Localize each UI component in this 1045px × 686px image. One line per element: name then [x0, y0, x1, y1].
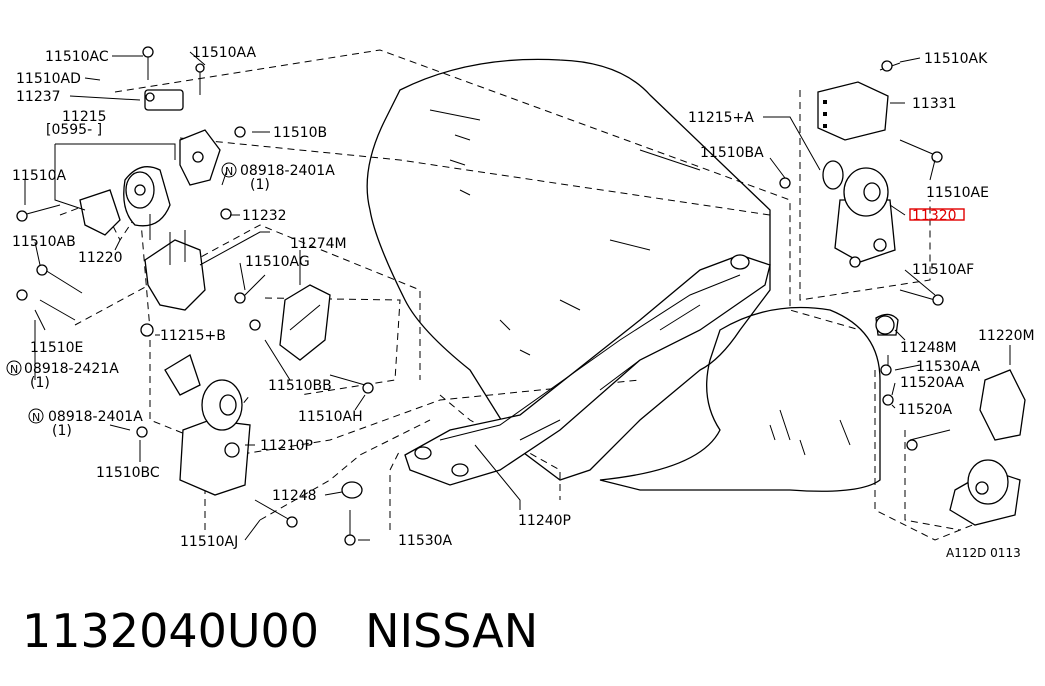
left-lower-mount-11210p	[164, 284, 331, 496]
bolts	[16, 46, 951, 546]
label-11510AK: 11510AK	[924, 51, 988, 67]
label-11510BA: 11510BA	[700, 145, 764, 161]
label-11510AE: 11510AE	[926, 185, 989, 201]
label-11510AH: 11510AH	[298, 409, 363, 425]
label-11510AG: 11510AG	[245, 254, 310, 270]
engine-outline	[366, 58, 881, 492]
n-mark-bot: N	[32, 411, 40, 424]
n-mark-mid: N	[10, 363, 18, 376]
label-11248-left: 11248	[272, 488, 317, 504]
label-11232: 11232	[242, 208, 287, 224]
label-11510AF: 11510AF	[912, 262, 974, 278]
label-11210P: 11210P	[260, 438, 313, 454]
left-mount-assembly	[79, 89, 221, 311]
label-11248M: 11248M	[900, 340, 957, 356]
label-11331: 11331	[912, 96, 957, 112]
label-qty-mid: (1)	[30, 375, 50, 391]
leader-lines	[24, 51, 1011, 541]
label-11320: 11320	[912, 208, 957, 224]
label-11520AA: 11520AA	[900, 375, 965, 391]
label-11237: 11237	[16, 89, 61, 105]
label-11510AD: 11510AD	[16, 71, 81, 87]
label-11274M: 11274M	[290, 236, 347, 252]
label-qty-bot: (1)	[52, 423, 72, 439]
label-11220: 11220	[78, 250, 123, 266]
label-08918-2401A-top: 08918-2401A	[240, 163, 335, 179]
caption-brand: NISSAN	[365, 604, 539, 658]
label-11510AB: 11510AB	[12, 234, 76, 250]
crossmember-11240p	[404, 254, 771, 486]
label-11215: 11215	[62, 109, 107, 125]
label-11510AA: 11510AA	[192, 45, 257, 61]
label-11240P: 11240P	[518, 513, 571, 529]
right-mount-assembly	[817, 81, 896, 268]
label-11510AC: 11510AC	[45, 49, 109, 65]
caption: 1132040U00 NISSAN	[22, 596, 538, 666]
label-11510A: 11510A	[12, 168, 67, 184]
label-11510BC: 11510BC	[96, 465, 160, 481]
label-08918-2421A: 08918-2421A	[24, 361, 119, 377]
label-11510E: 11510E	[30, 340, 83, 356]
label-11510BB: 11510BB	[268, 378, 332, 394]
figure-code: A112D 0113	[946, 546, 1021, 560]
caption-part-number: 1132040U00	[22, 604, 320, 658]
n-mark-top: N	[225, 165, 233, 178]
label-08918-2401A-bot: 08918-2401A	[48, 409, 143, 425]
label-11510B: 11510B	[273, 125, 327, 141]
n-marks: N N N	[6, 162, 237, 424]
part-labels: 11510AC 11510AA 11510AD 11237 11215 [059…	[12, 45, 1035, 560]
label-11215A: 11215+A	[688, 110, 754, 126]
label-0595: [0595- ]	[46, 122, 102, 138]
label-11215B: 11215+B	[160, 328, 226, 344]
label-11520A: 11520A	[898, 402, 953, 418]
label-11530A: 11530A	[398, 533, 453, 549]
parts-diagram: N N N 11510AC 11510AA 11510AD 11237 1121…	[6, 45, 1035, 560]
label-11530AA: 11530AA	[916, 359, 981, 375]
label-11220M: 11220M	[978, 328, 1035, 344]
label-11510AJ: 11510AJ	[180, 534, 238, 550]
label-qty-top: (1)	[250, 177, 270, 193]
